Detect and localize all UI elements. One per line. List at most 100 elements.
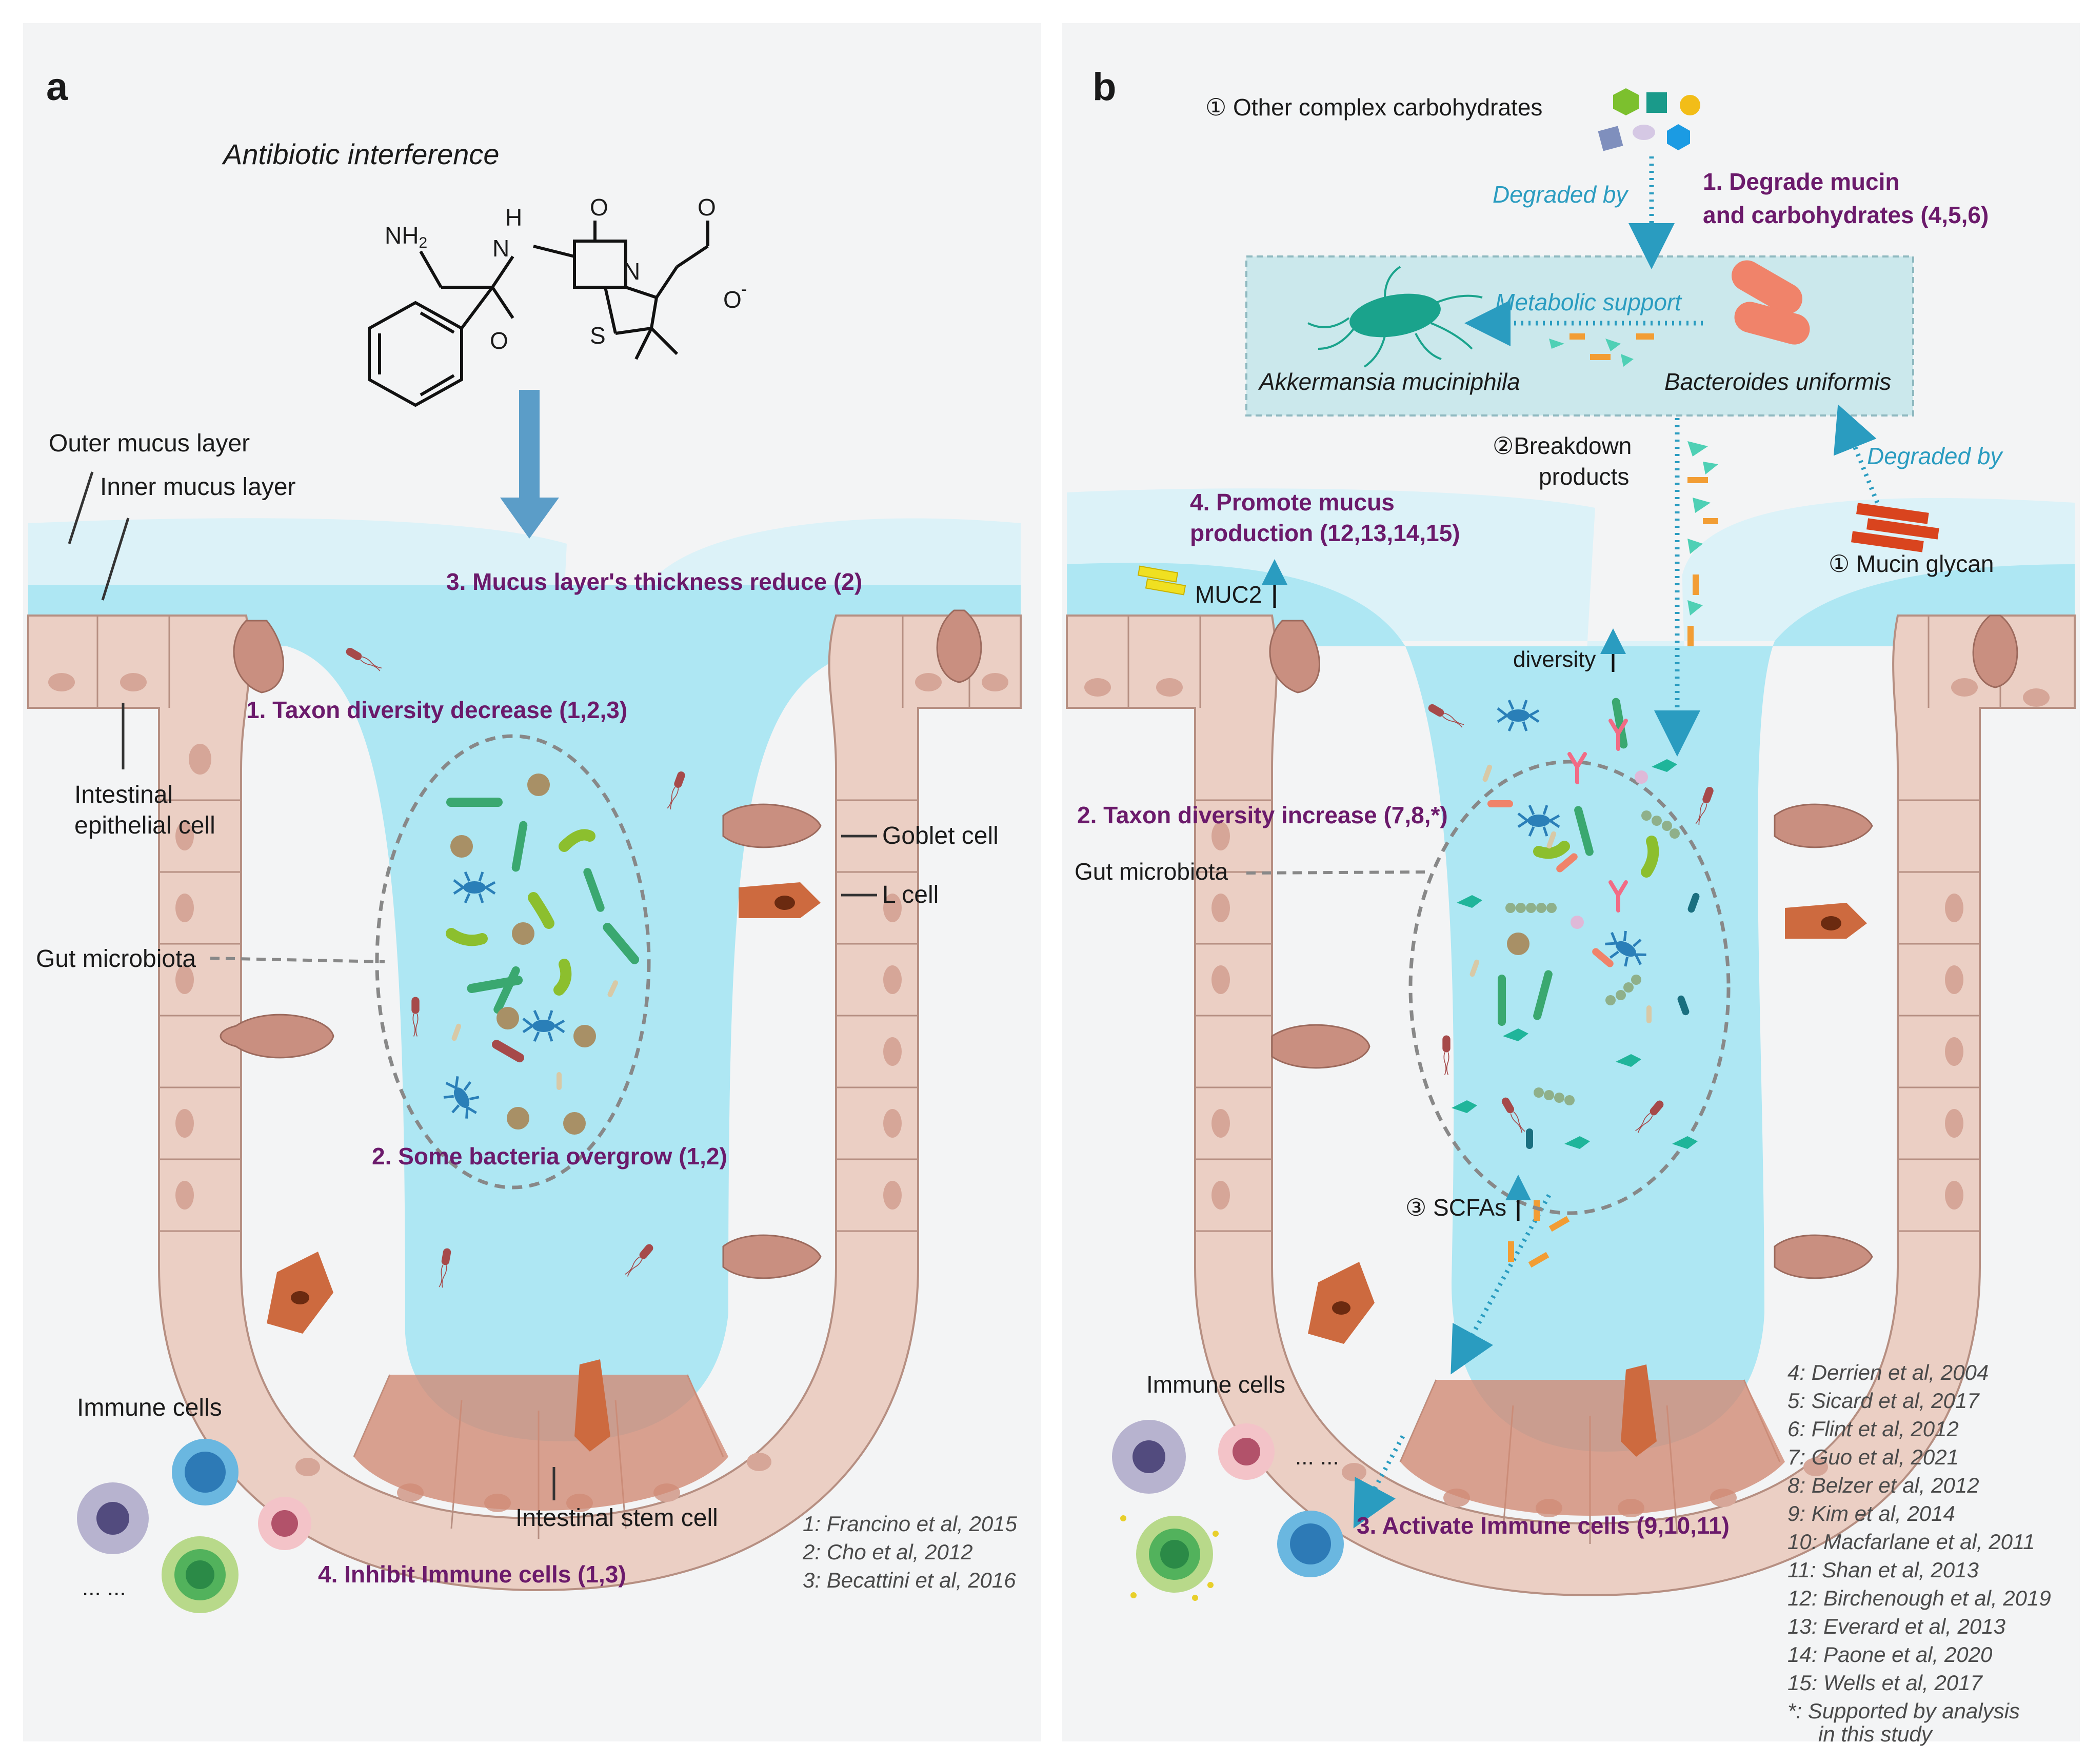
immune-cells-label-b: Immune cells xyxy=(1146,1371,1285,1398)
goblet-cell-label: Goblet cell xyxy=(882,822,999,849)
carb-ellipse-lilac xyxy=(1633,125,1655,140)
epithelium-b xyxy=(1066,615,2076,1597)
immune-ellipsis-b: ... ... xyxy=(1295,1444,1339,1470)
bacteroides-label: Bacteroides uniformis xyxy=(1664,368,1891,395)
immune-cells-b xyxy=(1112,1420,1344,1601)
atom-n1: N xyxy=(492,235,509,262)
ref-a-1: 1: Francino et al, 2015 xyxy=(803,1512,1018,1536)
gut-microbiota-label-b: Gut microbiota xyxy=(1075,858,1228,885)
gut-microbiota-cluster-a xyxy=(375,734,651,1190)
panel-b-letter: b xyxy=(1092,65,1116,109)
antibiotic-structure xyxy=(368,221,709,407)
other-carbs-label: ① Other complex carbohydrates xyxy=(1205,94,1542,121)
l-cells-a xyxy=(267,882,821,1452)
atom-h: H xyxy=(505,204,522,231)
gut-microbiota-label-a: Gut microbiota xyxy=(36,945,196,973)
stem-cell-region-a xyxy=(354,1375,728,1511)
complex-carbohydrate-shapes xyxy=(1598,88,1700,151)
immune-cells-label-a: Immune cells xyxy=(77,1394,222,1421)
connector-lines-a xyxy=(68,471,877,1500)
effect-bacteria-overgrow: 2. Some bacteria overgrow (1,2) xyxy=(372,1143,727,1170)
effect-inhibit-immune: 4. Inhibit Immune cells (1,3) xyxy=(318,1561,626,1588)
activate-immune: 3. Activate Immune cells (9,10,11) xyxy=(1357,1512,1730,1539)
taxon-diversity-increase: 2. Taxon diversity increase (7,8,*) xyxy=(1077,802,1448,828)
promote-mucus-2: production (12,13,14,15) xyxy=(1190,520,1460,546)
gut-microbiota-cluster-b xyxy=(1408,760,1731,1215)
goblet-cells-a xyxy=(220,609,982,1279)
degrade-title-2: and carbohydrates (4,5,6) xyxy=(1703,202,1989,228)
degrade-title-1: 1. Degrade mucin xyxy=(1703,168,1899,195)
gut-microbiota-leader-a xyxy=(210,957,385,963)
akkermansia-cell xyxy=(1307,266,1483,368)
epithelium xyxy=(27,615,1022,1592)
carb-square-teal xyxy=(1646,92,1667,113)
carb-square-slate xyxy=(1598,126,1623,151)
metabolic-support-label: Metabolic support xyxy=(1495,289,1682,315)
atom-o1: O xyxy=(590,194,608,221)
ref-b-star-1: *: Supported by analysis xyxy=(1787,1699,2020,1723)
panel-b: b ① Other complex carbohydrates Degraded… xyxy=(1062,23,2080,1746)
ref-a-2: 2: Cho et al, 2012 xyxy=(802,1540,973,1564)
akkermansia-label: Akkermansia muciniphila xyxy=(1258,368,1520,395)
ref-b-15: 15: Wells et al, 2017 xyxy=(1787,1671,1983,1695)
breakdown-label-2: products xyxy=(1539,463,1629,490)
muc2-bars xyxy=(1137,565,1186,596)
atom-minus: - xyxy=(741,280,747,299)
panel-a: NH2 H N O N O O - O S xyxy=(23,23,1041,1741)
carb-circle-yellow xyxy=(1680,95,1700,115)
panel-a-letter: a xyxy=(46,65,68,109)
scfa-fragments xyxy=(1508,1200,1570,1268)
antibiotic-arrow xyxy=(500,390,559,539)
atom-s: S xyxy=(590,322,606,349)
degraded-by-label-1: Degraded by xyxy=(1493,181,1629,208)
outer-mucus-label: Outer mucus layer xyxy=(49,430,250,457)
l-cell-label: L cell xyxy=(882,881,939,908)
degraded-by-label-2: Degraded by xyxy=(1867,443,2003,469)
effect-mucus-thickness: 3. Mucus layer's thickness reduce (2) xyxy=(446,568,862,595)
ref-b-8: 8: Belzer et al, 2012 xyxy=(1787,1473,1979,1497)
carb-hexagon-blue xyxy=(1667,124,1690,150)
references-b: 4: Derrien et al, 2004 5: Sicard et al, … xyxy=(1787,1360,2051,1746)
immune-ellipsis-a: ... ... xyxy=(82,1575,126,1600)
bacteria-a xyxy=(438,774,640,1135)
bacteria-b xyxy=(1452,698,1700,1149)
ref-b-11: 11: Shan et al, 2013 xyxy=(1787,1558,1979,1582)
inner-mucus-layer xyxy=(28,585,1021,1441)
muc2-label: MUC2 xyxy=(1195,581,1262,608)
ref-b-14: 14: Paone et al, 2020 xyxy=(1787,1642,1993,1667)
bacteroides-cell xyxy=(1732,260,1810,345)
references-a: 1: Francino et al, 2015 2: Cho et al, 20… xyxy=(802,1512,1018,1592)
goblet-cells-b xyxy=(1269,615,2018,1279)
inner-mucus-layer-b xyxy=(1067,563,2075,1452)
mucin-glycan-bars xyxy=(1851,503,1939,552)
metabolite-fragments-box xyxy=(1549,333,1654,367)
ref-b-7: 7: Guo et al, 2021 xyxy=(1787,1445,1959,1469)
stem-cell-region-b xyxy=(1400,1380,1785,1516)
epithelial-label-2: epithelial cell xyxy=(74,812,215,839)
ref-b-10: 10: Macfarlane et al, 2011 xyxy=(1787,1530,2035,1554)
scfa-arrow xyxy=(1451,1194,1551,1375)
carb-hexagon-green xyxy=(1613,88,1639,115)
epithelial-label-1: Intestinal xyxy=(74,781,173,808)
mucin-glycan-label: ① Mucin glycan xyxy=(1829,550,1994,577)
scfas-label: ③ SCFAs xyxy=(1405,1194,1506,1221)
immune-cells-a xyxy=(77,1439,311,1613)
stem-cell-label: Intestinal stem cell xyxy=(515,1504,718,1532)
breakdown-label-1: ②Breakdown xyxy=(1493,432,1632,459)
atom-o-minus: O xyxy=(723,286,742,313)
antibiotic-title: Antibiotic interference xyxy=(222,138,500,170)
breakdown-fragments xyxy=(1687,441,1718,646)
ref-a-3: 3: Becattini et al, 2016 xyxy=(803,1568,1016,1592)
antibiotic-atom-labels: NH2 H N O N O O - O S xyxy=(385,194,747,354)
atom-nh2: NH2 xyxy=(385,222,427,251)
inner-mucus-label: Inner mucus layer xyxy=(100,473,296,501)
ref-b-4: 4: Derrien et al, 2004 xyxy=(1787,1360,1989,1384)
ref-b-12: 12: Birchenough et al, 2019 xyxy=(1787,1586,2051,1610)
ref-b-13: 13: Everard et al, 2013 xyxy=(1787,1614,2005,1638)
ref-b-6: 6: Flint et al, 2012 xyxy=(1787,1417,1959,1441)
promote-mucus-1: 4. Promote mucus xyxy=(1190,489,1395,516)
atom-o3: O xyxy=(490,327,508,354)
ref-b-5: 5: Sicard et al, 2017 xyxy=(1787,1389,1980,1413)
ref-b-star-2: in this study xyxy=(1818,1722,1934,1746)
